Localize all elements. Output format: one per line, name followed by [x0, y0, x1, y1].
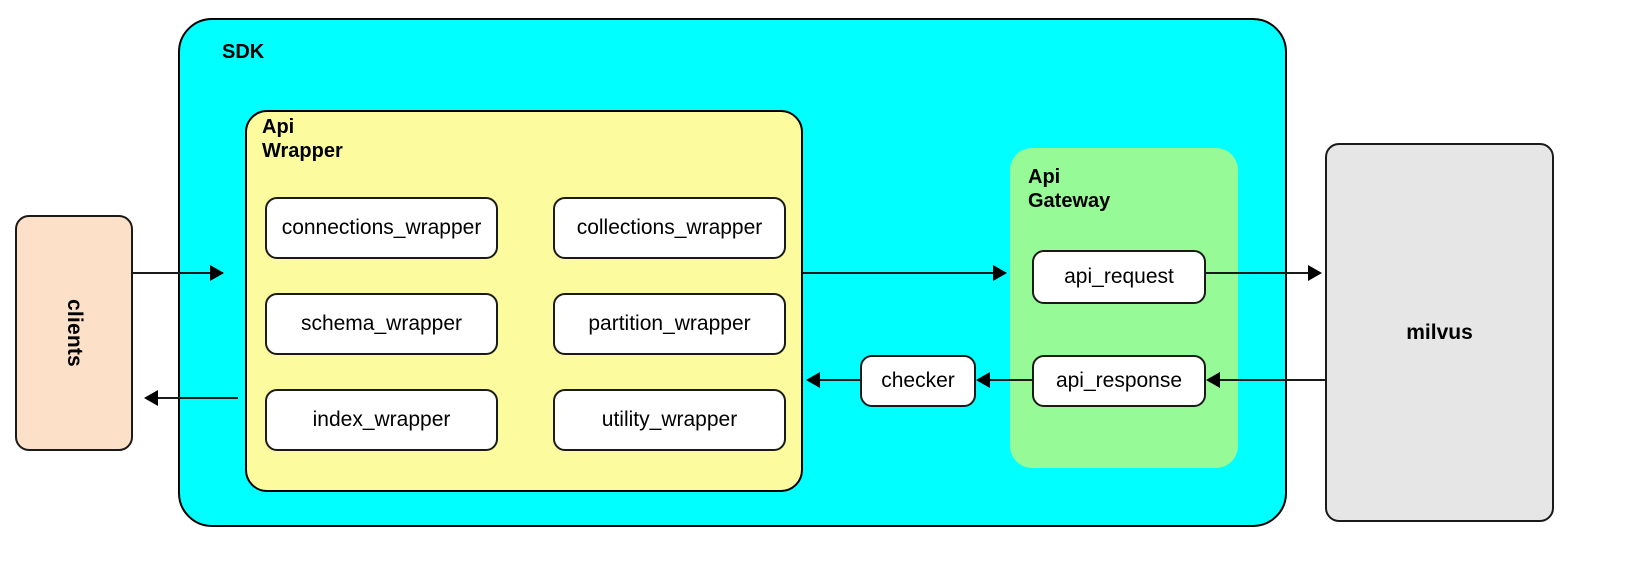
api-response-box[interactable]: api_response — [1032, 355, 1206, 407]
api-gateway-container[interactable] — [1010, 148, 1238, 468]
arrow-head-left-icon — [806, 372, 820, 388]
milvus-label: milvus — [1406, 320, 1473, 344]
arrow-head-right-icon — [210, 265, 224, 281]
edge-line — [133, 272, 223, 274]
arrow-head-right-icon — [993, 265, 1007, 281]
partition-wrapper-box[interactable]: partition_wrapper — [553, 293, 786, 355]
arrow-head-left-icon — [1206, 372, 1220, 388]
partition-wrapper-label: partition_wrapper — [588, 312, 751, 335]
utility-wrapper-box[interactable]: utility_wrapper — [553, 389, 786, 451]
clients-node[interactable]: clients — [15, 215, 133, 451]
checker-label: checker — [881, 369, 955, 392]
edge-line — [818, 379, 860, 381]
connections-wrapper-label: connections_wrapper — [281, 216, 482, 239]
edge-line — [988, 379, 1032, 381]
utility-wrapper-label: utility_wrapper — [601, 408, 738, 431]
schema-wrapper-label: schema_wrapper — [300, 312, 463, 335]
milvus-node[interactable]: milvus — [1325, 143, 1554, 522]
edge-line — [1218, 379, 1325, 381]
connections-wrapper-box[interactable]: connections_wrapper — [265, 197, 498, 259]
collections-wrapper-box[interactable]: collections_wrapper — [553, 197, 786, 259]
index-wrapper-label: index_wrapper — [312, 408, 451, 431]
clients-label: clients — [63, 299, 86, 367]
schema-wrapper-box[interactable]: schema_wrapper — [265, 293, 498, 355]
api-response-label: api_response — [1055, 369, 1183, 392]
collections-wrapper-label: collections_wrapper — [576, 216, 763, 239]
edge-line — [803, 272, 1003, 274]
arrow-head-left-icon — [976, 372, 990, 388]
api-request-box[interactable]: api_request — [1032, 250, 1206, 304]
api-request-label: api_request — [1064, 265, 1174, 288]
index-wrapper-box[interactable]: index_wrapper — [265, 389, 498, 451]
arrow-head-left-icon — [144, 390, 158, 406]
edge-line — [1206, 272, 1318, 274]
arrow-head-right-icon — [1308, 265, 1322, 281]
edge-line — [158, 397, 238, 399]
checker-box[interactable]: checker — [860, 355, 976, 407]
